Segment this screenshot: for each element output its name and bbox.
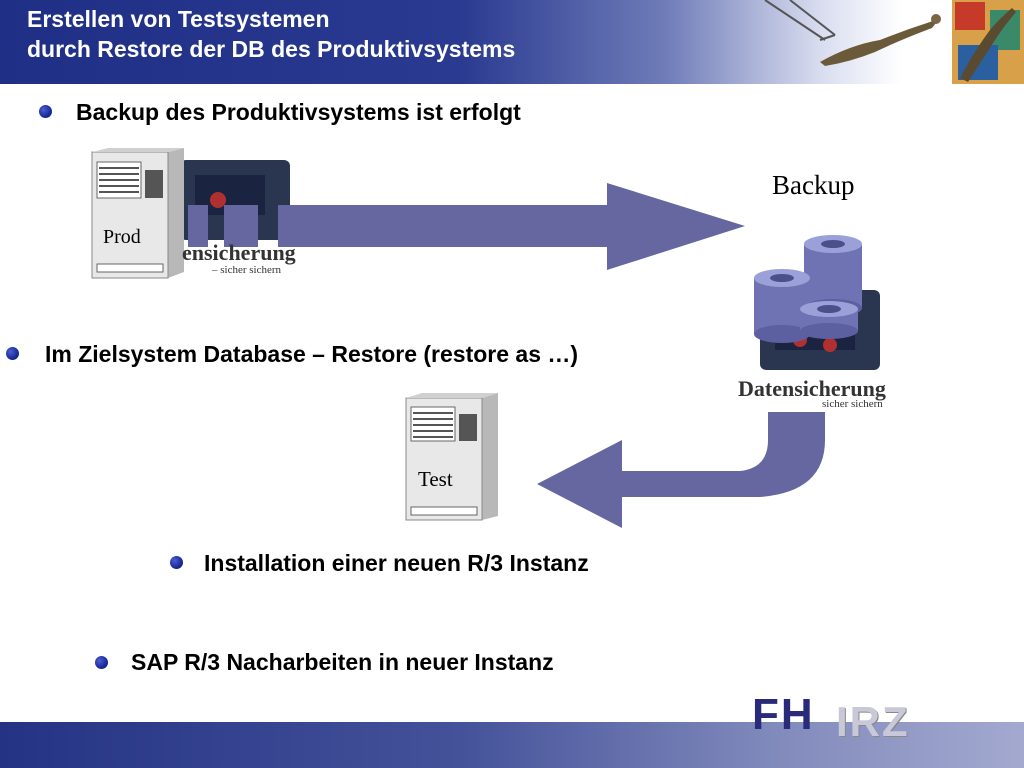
header-bar: Erstellen von Testsystemen durch Restore… [0, 0, 1024, 84]
logo-part-fh: FH [752, 690, 815, 739]
bullet-text-1: Backup des Produktivsystems ist erfolgt [76, 99, 521, 125]
tape-sublabel-1: – sicher sichern [212, 264, 282, 276]
footer-bar [0, 722, 1024, 768]
tape-sublabel-2: sicher sichern [822, 398, 883, 410]
test-server-icon [405, 393, 498, 521]
prod-server-icon [91, 148, 184, 279]
backup-label: Backup [772, 170, 855, 200]
bullet-dot-1 [39, 105, 52, 118]
database-cylinders-icon [754, 235, 862, 343]
tape-label-1: ensicherung [182, 240, 296, 265]
arrow-to-test [537, 412, 825, 528]
arrow-to-backup [188, 183, 745, 270]
bullet-dot-4 [95, 656, 108, 669]
bullet-text-2: Im Zielsystem Database – Restore (restor… [45, 341, 579, 367]
logo-part-irz: IRZ [836, 698, 910, 745]
prod-server-label: Prod [103, 226, 141, 248]
test-server-label: Test [418, 467, 453, 491]
bullet-text-3: Installation einer neuen R/3 Instanz [204, 550, 589, 576]
bullet-text-4: SAP R/3 Nacharbeiten in neuer Instanz [131, 649, 554, 675]
tape-label-2: Datensicherung [738, 376, 886, 401]
header-acrobat-image [764, 0, 1024, 84]
bullet-dot-2 [6, 347, 19, 360]
bullet-dot-3 [170, 556, 183, 569]
slide-title-line-2: durch Restore der DB des Produktivsystem… [27, 36, 516, 62]
slide-title-line-1: Erstellen von Testsystemen [27, 6, 330, 32]
